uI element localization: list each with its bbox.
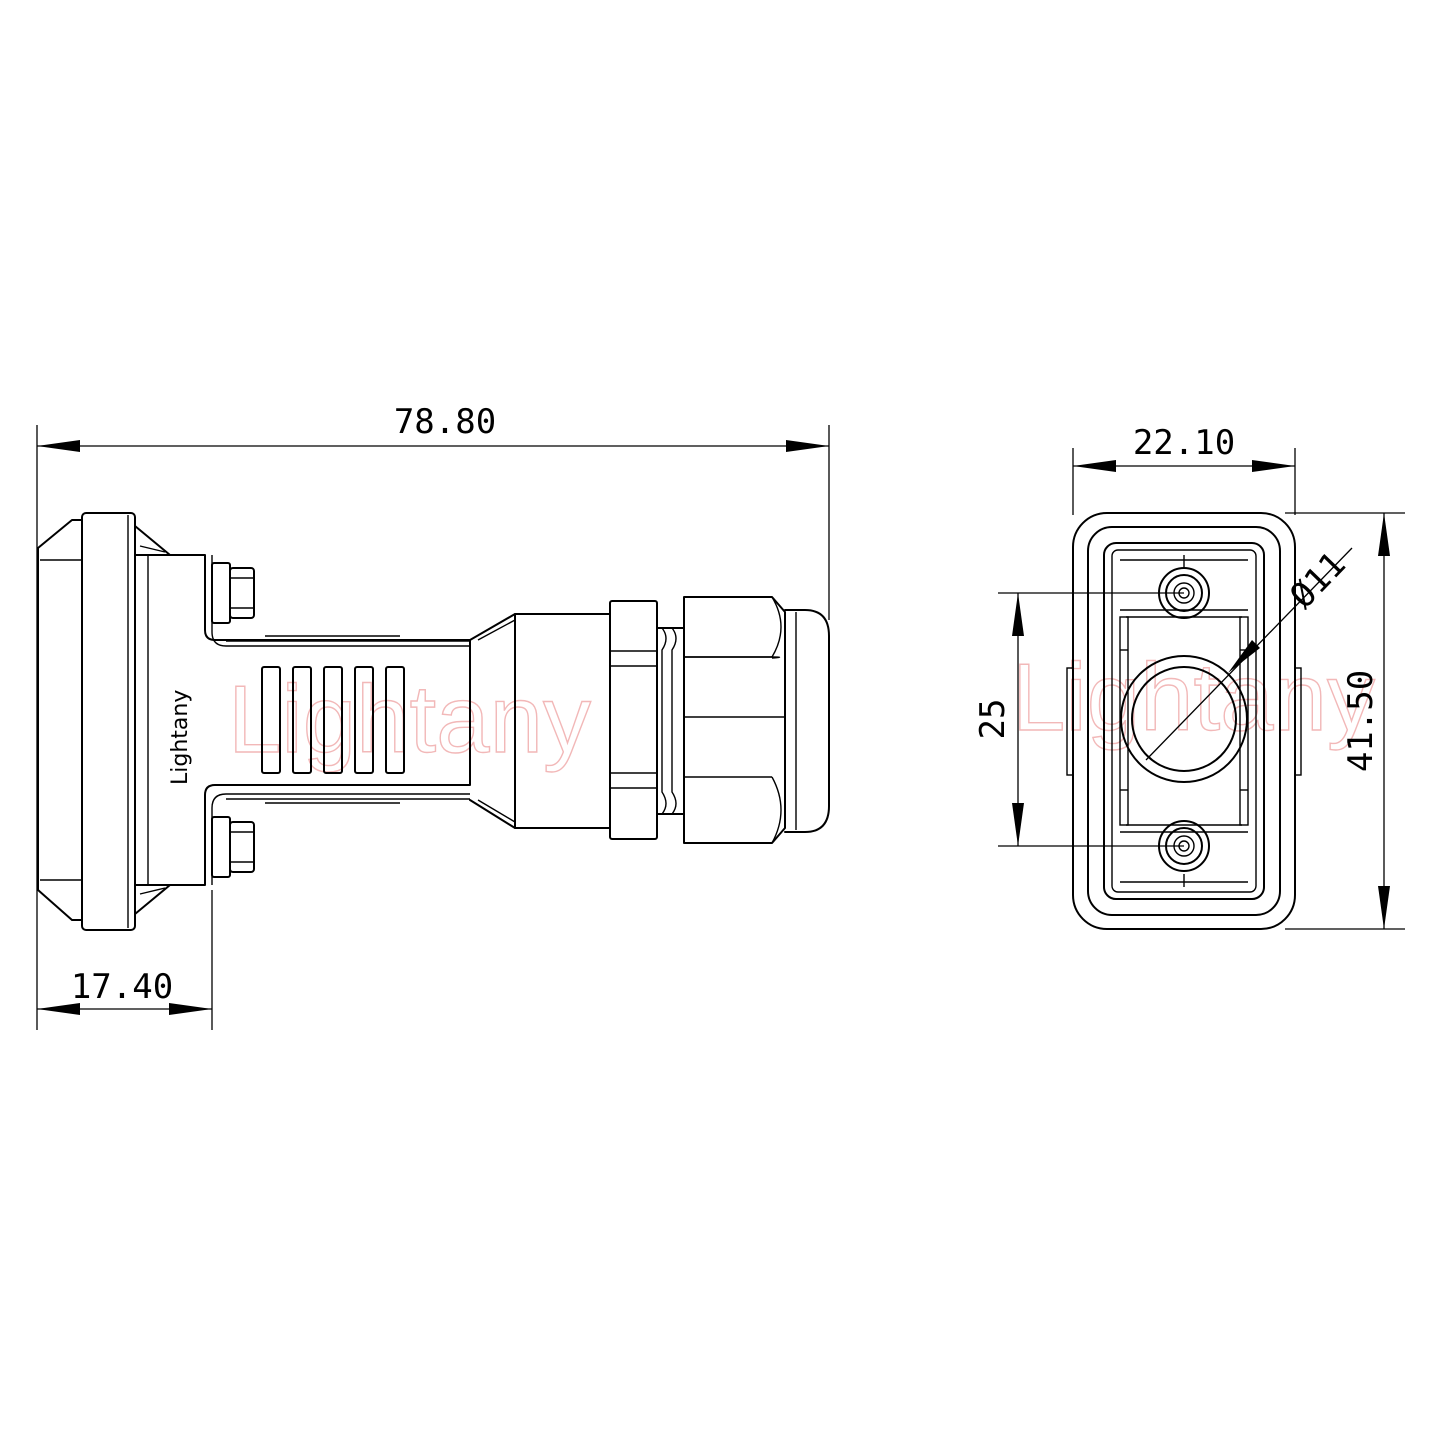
housing: [134, 554, 471, 886]
front-view: [1066, 512, 1302, 930]
inner-frame: [1087, 526, 1281, 916]
dim-label-41-50: 41.50: [1341, 670, 1381, 772]
screw-post-top: [211, 562, 231, 624]
lock-nut: [609, 600, 658, 840]
cable-port: [1120, 655, 1248, 783]
dim-height: 41.50: [1285, 512, 1405, 930]
dim-label-22-10: 22.10: [1133, 423, 1235, 463]
screw-post-bottom: [211, 816, 231, 878]
flange-outer: [37, 519, 83, 921]
brand-label: Lightany: [168, 690, 193, 785]
gland-hex-nut: [683, 596, 786, 844]
side-view: Lightany: [37, 512, 830, 931]
dim-label-17-40: 17.40: [71, 967, 173, 1007]
dim-overall-length: 78.80: [36, 402, 830, 1030]
dim-width: 22.10: [1072, 423, 1296, 515]
dome-cap: [784, 609, 830, 833]
dim-flange-depth: 17.40: [37, 890, 213, 1030]
dim-hole-pitch: 25: [973, 592, 1184, 847]
dim-label-diameter: Ø11: [1282, 544, 1353, 616]
vent-slots: [261, 666, 405, 774]
flange-block: [81, 512, 136, 931]
dim-label-78-80: 78.80: [394, 402, 496, 442]
thread: [656, 627, 685, 815]
dim-label-25: 25: [973, 699, 1013, 740]
watermark-left: Lightany: [228, 666, 591, 773]
